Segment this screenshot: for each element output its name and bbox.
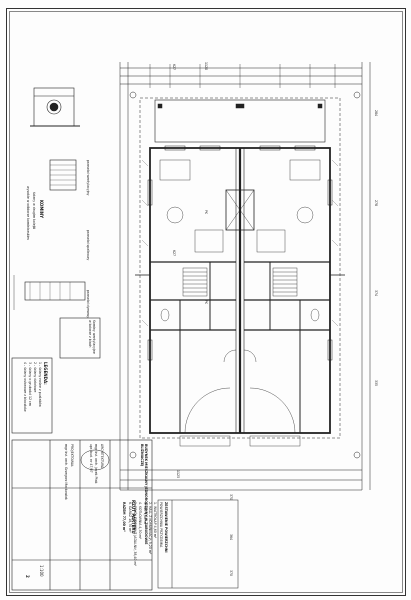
top-dim-1: 627 [172, 64, 176, 71]
flue-label: przewód spalinowy [86, 230, 90, 261]
legend-title: LEGENDA: [43, 362, 48, 385]
room-row-1: 1. WIATROŁAP 4,60 m² [153, 502, 157, 539]
bottom-dim-2: 364 [229, 534, 233, 541]
vent-duct-label: przewód wentylacyjny [86, 160, 90, 196]
chimney-note-1: ściany w drugim kolejki [32, 192, 36, 230]
rooms-table-subtitle: POWIERZCHNIA PRZYZIEMIA [159, 502, 163, 548]
side-dim-4: 335 [374, 380, 378, 387]
bottom-dim-3: 370 [229, 570, 233, 577]
outer-frame [6, 8, 406, 596]
room-row-6: 6. GARAŻ 18,70 m² [128, 502, 132, 533]
chimney-box-text: Kominy wentylacyjne w kolorze z blach [88, 320, 96, 354]
side-dim-2: 278 [374, 200, 378, 207]
room-row-3: 3. WC 1,80 m² [143, 502, 147, 525]
sheet-number: 2 [25, 575, 30, 578]
smoke-duct-label: przewód dymowy [86, 290, 90, 319]
side-dim-3: 374 [374, 290, 378, 297]
room-label-2: PK [204, 300, 208, 305]
chimney-label: KOMINY [39, 200, 44, 219]
room-row-4: 4. KOTŁOWNIA 4,30 m² [138, 502, 142, 539]
top-dim-2: 627 [172, 250, 176, 257]
legend-item-3: 3 - ściany o grubości 12 cm [28, 362, 32, 406]
legend-item-4: 4 - ściany osłonowe z bloczków [23, 362, 27, 412]
stamp-name: mgr inż. arch. Jacek Ptak [94, 444, 98, 484]
designer-label: PROJEKTOWAŁ [70, 444, 74, 467]
rooms-total: RAZEM 77,00 m² [122, 502, 126, 532]
rooms-table-title: ZESTAWIENIE POWIERZCHNI [164, 502, 168, 553]
bottom-total-dim: 1125 [176, 470, 180, 479]
bottom-dim-1: 370 [229, 494, 233, 501]
room-row-2: 2. HALL Z KOMUNIKACJĄ 9,20 m² [148, 502, 152, 555]
legend-item-2: 2 - ściany działowe [33, 362, 37, 393]
designer-name: mgr inż. arch. Grzegorz Mackowiak [64, 444, 68, 500]
side-dim-1: 284 [374, 110, 378, 117]
stamp-top: ARCHITEKTURA [100, 444, 104, 469]
legend-item-1: 1 - ściany nośne z pustaków [38, 362, 42, 407]
inner-frame [9, 11, 403, 593]
stamp-number: upr. bud. nr 47/97 [89, 444, 93, 473]
room-row-5: 5. POKÓJ DZIENNY Z JADALNIĄ 38,40 m² [133, 502, 137, 566]
chimney-note-2: wysokie w odbiorze kominiarskim [26, 186, 30, 240]
room-label-1: PK [204, 210, 208, 215]
overall-width-dim: 1120 [204, 62, 208, 71]
scale-value: 1:100 [39, 565, 44, 577]
